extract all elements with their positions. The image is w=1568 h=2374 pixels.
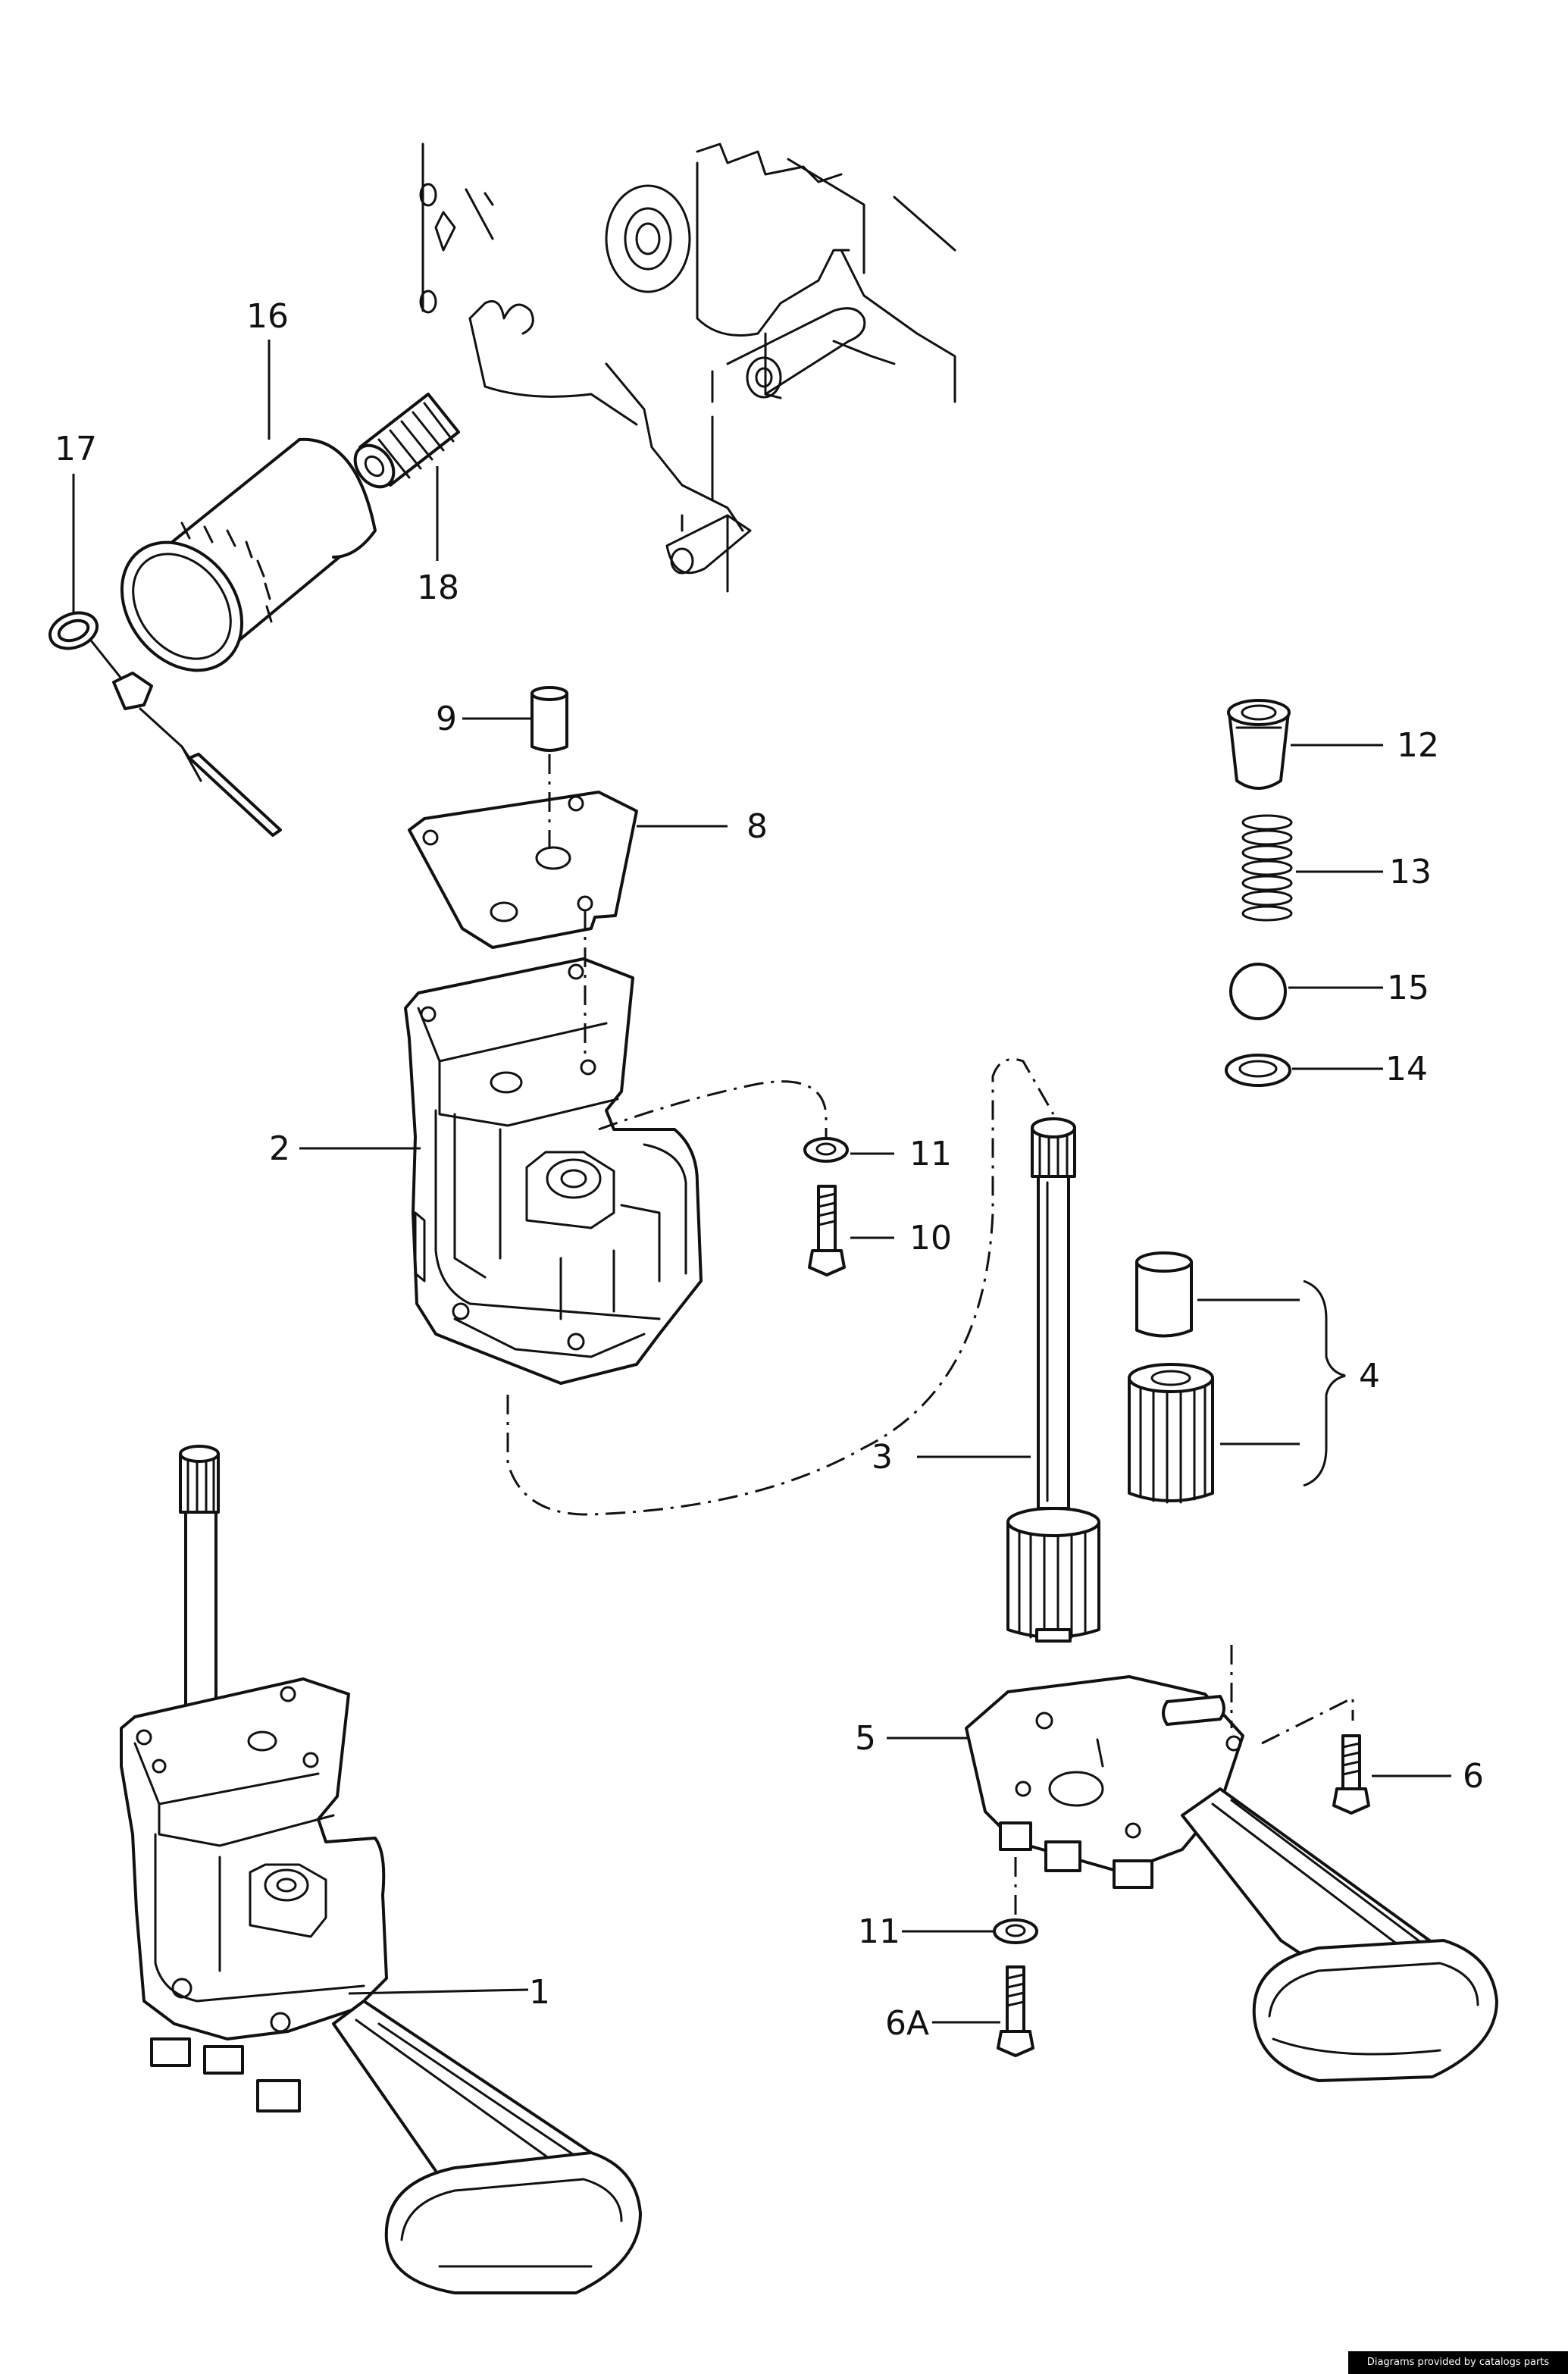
part-6-bolt	[1332, 1734, 1370, 1815]
callout-13: 13	[1389, 853, 1432, 891]
part-12-valve-piston	[1227, 699, 1291, 790]
part-18-threaded-nipple	[353, 393, 460, 489]
part-6a-bolt	[997, 1965, 1034, 2057]
part-8-cover-plate	[408, 791, 638, 949]
callout-2: 2	[269, 1129, 290, 1168]
callout-11-upper: 11	[909, 1135, 952, 1173]
leader-lines	[72, 340, 1451, 2024]
callout-8: 8	[746, 807, 768, 846]
callout-12: 12	[1397, 726, 1439, 765]
callout-6: 6	[1463, 1757, 1484, 1796]
part-4-gear	[1128, 1363, 1214, 1504]
part-15-ball	[1229, 963, 1287, 1020]
part-2-pump-housing	[404, 957, 703, 1385]
callout-11-lower: 11	[858, 1912, 900, 1951]
part-10-bolt	[808, 1185, 846, 1276]
part-4-bushing	[1135, 1251, 1193, 1338]
engine-block-outline	[419, 143, 956, 593]
callout-6a: 6A	[885, 2004, 929, 2043]
part-3-drive-shaft	[1006, 1117, 1100, 1643]
assembly-lines	[506, 754, 1354, 1918]
callout-1: 1	[529, 1973, 550, 2012]
part-9-dowel-pin	[530, 686, 568, 752]
callout-15: 15	[1387, 969, 1429, 1007]
part-5-pump-cover	[965, 1675, 1498, 2082]
callout-16: 16	[246, 297, 289, 336]
callout-9: 9	[436, 700, 457, 738]
callout-14: 14	[1385, 1050, 1428, 1088]
part-17-dipstick	[49, 611, 282, 837]
part-11-washer-upper	[803, 1137, 849, 1163]
part-16-oil-filter	[120, 437, 377, 672]
callout-3: 3	[872, 1438, 893, 1477]
part-13-spring	[1241, 814, 1293, 922]
callout-labels: 1 2 3 4 5 6 6A 8 9 10 11 11 12 13 14 15 …	[55, 297, 1484, 2043]
footer-credit: Diagrams provided by catalogs parts	[1348, 2351, 1568, 2374]
part-14-seal-ring	[1225, 1054, 1291, 1087]
part-11-washer-lower	[993, 1918, 1038, 1944]
part-1-pump-assembly	[120, 1445, 642, 2294]
callout-10: 10	[909, 1219, 952, 1257]
callout-5: 5	[855, 1719, 876, 1758]
callout-18: 18	[417, 568, 459, 607]
callout-17: 17	[55, 430, 97, 468]
callout-4: 4	[1359, 1357, 1380, 1395]
